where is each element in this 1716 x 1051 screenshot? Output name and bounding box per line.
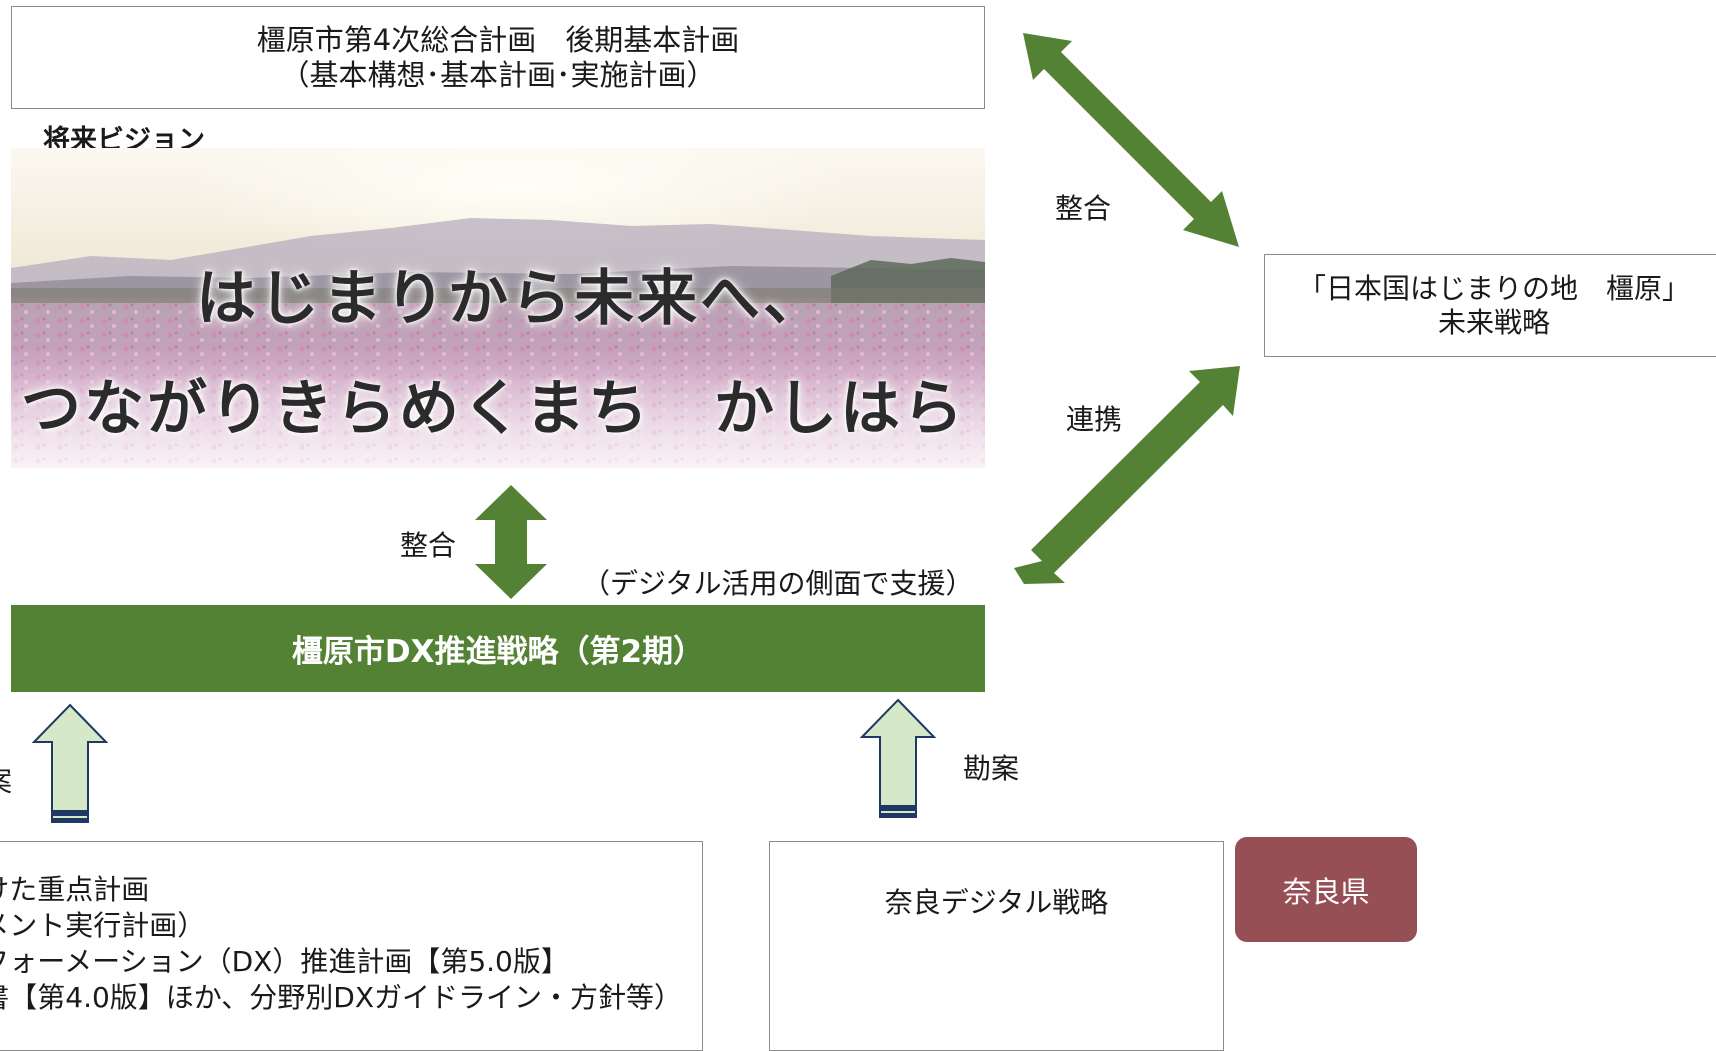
vision-banner-image: はじまりから未来へ、 つながりきらめくまち かしはら — [11, 148, 985, 468]
national-plan-line2: ジメント実行計画） — [0, 909, 206, 942]
comprehensive-plan-subtitle: （基本構想･基本計画･実施計画） — [280, 57, 716, 92]
nara-prefecture-badge: 奈良県 — [1235, 837, 1417, 942]
alignment-arrow-top — [1023, 33, 1239, 247]
nara-digital-strategy-box: 奈良デジタル戦略 — [769, 841, 1224, 1051]
future-strategy-box: 「日本国はじまりの地 橿原」 未来戦略 — [1264, 254, 1716, 357]
label-consideration-left: 案 — [0, 760, 12, 800]
future-strategy-title: 「日本国はじまりの地 橿原」 — [1297, 271, 1690, 305]
vision-slogan-line1: はじまりから未来へ、 — [196, 264, 826, 334]
label-alignment-middle: 整合 — [400, 529, 457, 562]
label-consideration: 勘案 — [963, 752, 1020, 785]
comprehensive-plan-box: 橿原市第4次総合計画 後期基本計画 （基本構想･基本計画･実施計画） — [11, 6, 985, 109]
up-arrow-left — [31, 703, 109, 823]
nara-digital-strategy-label: 奈良デジタル戦略 — [884, 886, 1109, 919]
alignment-arrow-vertical — [475, 485, 547, 599]
up-arrow-right — [859, 698, 937, 818]
label-cooperation: 連携 — [1066, 403, 1123, 436]
label-alignment-top: 整合 — [1055, 192, 1112, 225]
landscape-photo — [11, 148, 985, 468]
national-plan-line4: 順書【第4.0版】ほか、分野別DXガイドライン・方針等） — [0, 981, 682, 1014]
national-plan-line1: 向けた重点計画 — [0, 873, 150, 906]
cooperation-arrow — [1014, 366, 1240, 584]
label-digital-support: （デジタル活用の側面で支援） — [582, 567, 974, 600]
dx-strategy-bar: 橿原市DX推進戦略（第2期） — [11, 605, 985, 692]
comprehensive-plan-title: 橿原市第4次総合計画 後期基本計画 — [256, 22, 740, 57]
vision-slogan-line2: つながりきらめくまち かしはら — [21, 374, 966, 444]
national-plan-line3: スフォーメーション（DX）推進計画【第5.0版】 — [0, 945, 569, 978]
future-strategy-subtitle: 未来戦略 — [1437, 305, 1550, 339]
nara-prefecture-label: 奈良県 — [1282, 874, 1370, 909]
